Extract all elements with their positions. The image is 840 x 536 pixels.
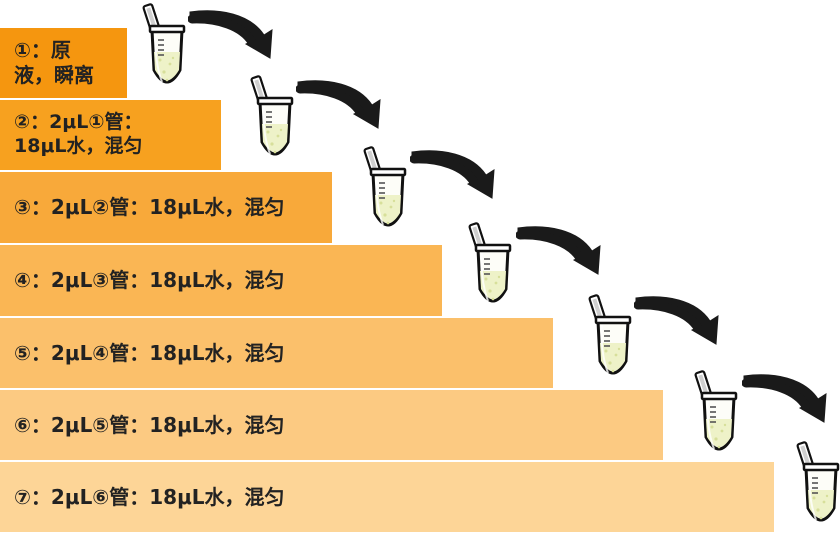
step-3-box: ③：2μL②管：18μL水，混匀: [0, 172, 332, 243]
tube-7-icon: [796, 441, 840, 522]
step-7-box: ⑦：2μL⑥管：18μL水，混匀: [0, 462, 774, 532]
arrow-3-icon: [410, 150, 495, 199]
step-5-box: ⑤：2μL④管：18μL水，混匀: [0, 318, 553, 388]
tube-1-icon: [142, 3, 186, 84]
tube-3-icon: [363, 146, 407, 227]
arrow-1-icon: [188, 10, 273, 59]
arrow-4-icon: [516, 226, 601, 275]
step-4-box: ④：2μL③管：18μL水，混匀: [0, 245, 442, 316]
step-6-box: ⑥：2μL⑤管：18μL水，混匀: [0, 390, 663, 460]
step-1-box: ①：原 液，瞬离: [0, 28, 127, 98]
arrow-6-icon: [742, 374, 827, 423]
tube-4-icon: [468, 222, 512, 303]
arrow-5-icon: [634, 296, 719, 345]
arrow-2-icon: [296, 80, 381, 129]
step-2-box: ②：2μL①管： 18μL水，混匀: [0, 100, 221, 170]
tube-5-icon: [588, 294, 632, 375]
tube-6-icon: [694, 370, 738, 451]
tube-2-icon: [250, 75, 294, 156]
